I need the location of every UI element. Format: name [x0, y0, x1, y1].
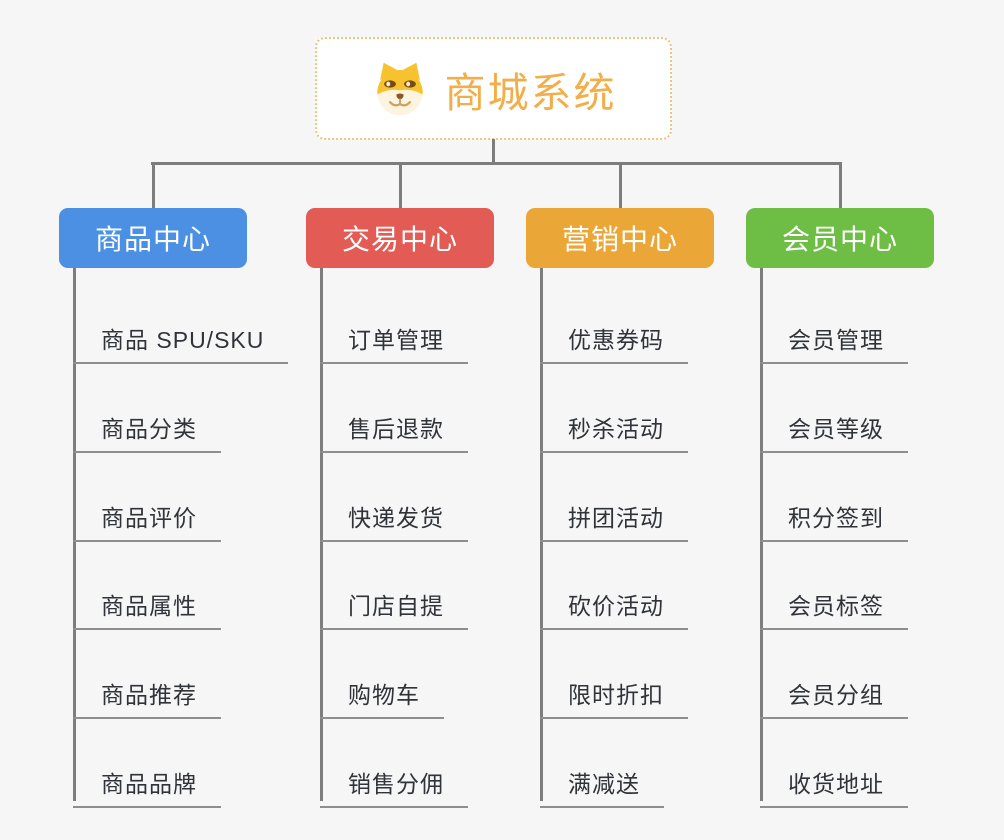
leaf-topic[interactable]: 售后退款	[320, 402, 468, 453]
leaf-topic[interactable]: 限时折扣	[540, 668, 688, 719]
connector-drop-line	[398, 162, 402, 208]
shiba-dog-icon	[371, 60, 429, 118]
connector-drop-line	[618, 162, 622, 208]
leaf-topic[interactable]: 商品 SPU/SKU	[73, 313, 289, 364]
branch-label: 交易中心	[341, 224, 458, 255]
leaf-topic[interactable]: 商品品牌	[73, 757, 221, 808]
leaf-topic[interactable]: 商品属性	[73, 579, 221, 630]
leaf-topic[interactable]: 会员管理	[760, 313, 908, 364]
branch-node-product-center[interactable]: 商品中心	[59, 208, 247, 268]
root-title: 商城系统	[444, 69, 617, 116]
leaf-topic[interactable]: 砍价活动	[540, 579, 688, 630]
connector-trunk-line	[320, 268, 323, 801]
connector-drop-line	[838, 162, 842, 208]
leaf-topic[interactable]: 快递发货	[320, 491, 468, 542]
connector-trunk-line	[540, 268, 543, 801]
leaf-topic[interactable]: 订单管理	[320, 313, 468, 364]
leaf-topic[interactable]: 优惠券码	[540, 313, 688, 364]
connector-trunk-line	[73, 268, 76, 801]
leaf-topic[interactable]: 拼团活动	[540, 491, 688, 542]
leaf-topic[interactable]: 门店自提	[320, 579, 468, 630]
branch-node-trade-center[interactable]: 交易中心	[306, 208, 494, 268]
leaf-topic[interactable]: 秒杀活动	[540, 402, 688, 453]
leaf-topic[interactable]: 积分签到	[760, 491, 908, 542]
connector-root-stub	[492, 139, 495, 165]
leaf-topic[interactable]: 商品评价	[73, 491, 221, 542]
branch-node-marketing-center[interactable]: 营销中心	[526, 208, 714, 268]
leaf-topic[interactable]: 商品推荐	[73, 668, 221, 719]
branch-label: 会员中心	[781, 224, 898, 255]
leaf-topic[interactable]: 购物车	[320, 668, 444, 719]
leaf-topic[interactable]: 满减送	[540, 757, 664, 808]
leaf-topic[interactable]: 收货地址	[760, 757, 908, 808]
leaf-topic[interactable]: 会员标签	[760, 579, 908, 630]
leaf-topic[interactable]: 会员等级	[760, 402, 908, 453]
connector-drop-line	[151, 162, 155, 208]
branch-node-member-center[interactable]: 会员中心	[746, 208, 934, 268]
connector-rail	[151, 162, 842, 165]
branch-label: 营销中心	[561, 224, 678, 255]
leaf-topic[interactable]: 商品分类	[73, 402, 221, 453]
leaf-topic[interactable]: 销售分佣	[320, 757, 468, 808]
branch-label: 商品中心	[94, 224, 211, 255]
root-node-mall-system[interactable]: 商城系统	[315, 37, 672, 140]
connector-trunk-line	[760, 268, 763, 801]
leaf-topic[interactable]: 会员分组	[760, 668, 908, 719]
